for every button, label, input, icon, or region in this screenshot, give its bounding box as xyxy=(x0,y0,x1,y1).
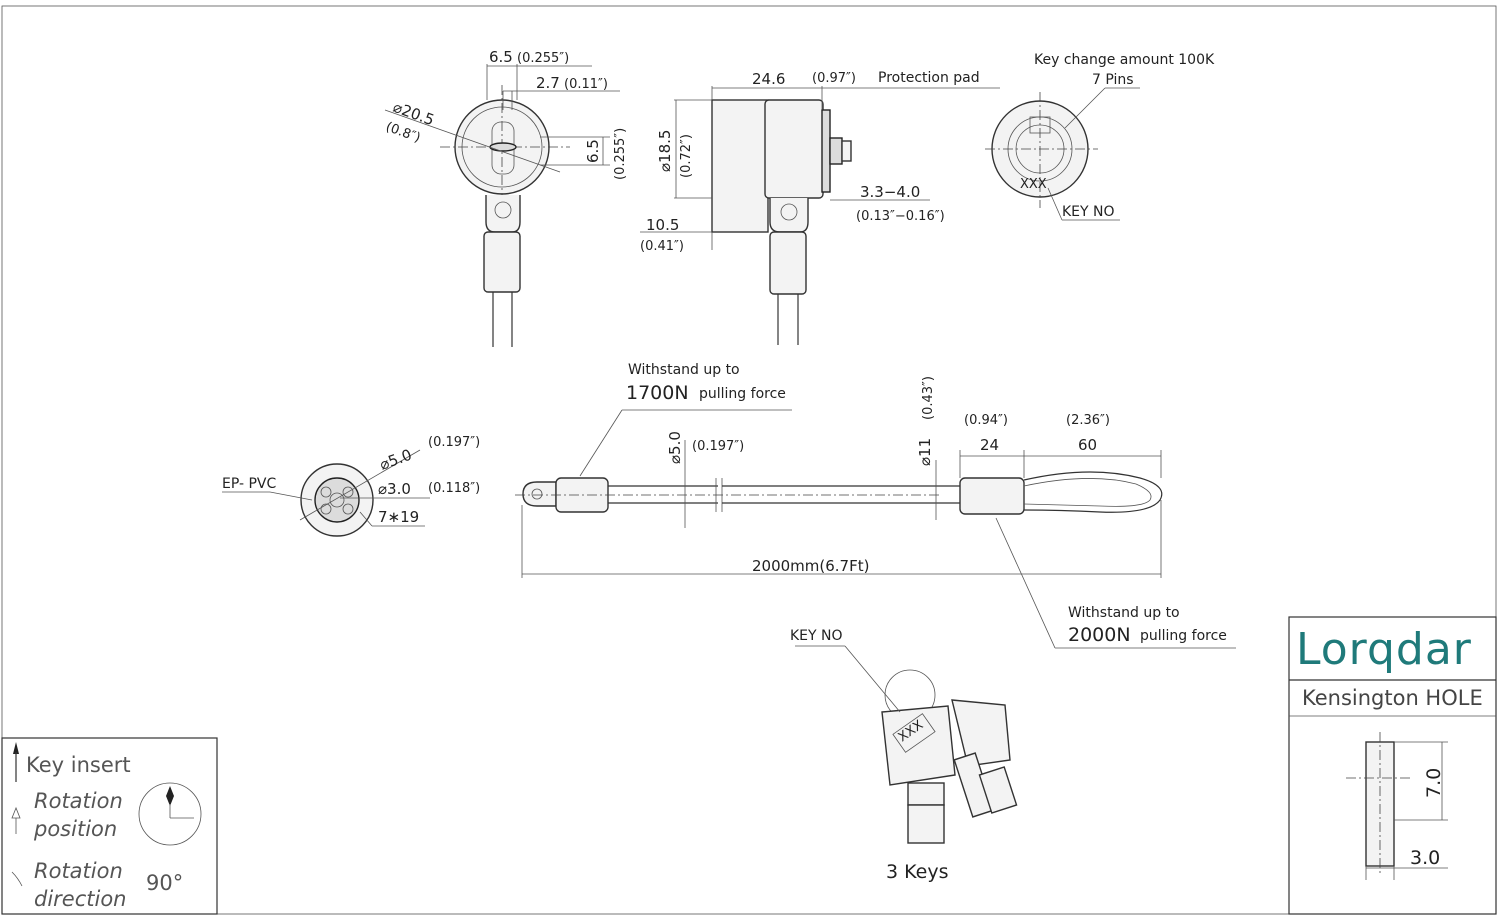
note-pull-2000-line1: Withstand up to xyxy=(1068,605,1180,621)
dim-side-tail-in: (0.41″) xyxy=(640,239,684,254)
label-protection-pad: Protection pad xyxy=(878,70,980,86)
dim-hole-height: 7.0 xyxy=(1423,768,1445,798)
dim-total-length: 2000mm(6.7Ft) xyxy=(752,557,869,575)
dim-cable-inner: ⌀3.0 xyxy=(378,480,411,498)
drawing-frame xyxy=(1,5,1497,915)
note-pull-1700-rest: pulling force xyxy=(699,386,786,402)
dim-side-gap-in: (0.13″−0.16″) xyxy=(856,209,945,224)
dim-front-height-in: (0.255″) xyxy=(613,128,628,180)
key-face-code: XXX xyxy=(1020,177,1047,192)
dim-sleeve-length-in: (0.94″) xyxy=(964,413,1008,428)
legend-rotation-direction-1: Rotation xyxy=(34,859,123,883)
key-face-view: XXX Key change amount 100K 7 Pins KEY NO xyxy=(985,52,1215,221)
note-pull-1700-force: 1700N xyxy=(626,382,689,404)
dim-front-width-a-in: (0.255″) xyxy=(517,51,569,66)
dim-side-length-in: (0.97″) xyxy=(812,71,856,86)
note-pull-2000-rest: pulling force xyxy=(1140,628,1227,644)
dim-sleeve-diameter: ⌀11 xyxy=(916,438,934,466)
dim-cable-outer: ⌀5.0 xyxy=(377,446,414,474)
dim-side-tail: 10.5 xyxy=(646,216,679,234)
dim-cable-inner-in: (0.118″) xyxy=(428,481,480,496)
dim-cable-strands: 7∗19 xyxy=(378,508,419,526)
title-block: Lorqdar Kensington HOLE 7.0 3.0 xyxy=(1288,616,1497,915)
label-cable-material: EP- PVC xyxy=(222,476,277,492)
dim-front-height: 6.5 xyxy=(584,139,602,163)
note-pull-2000-force: 2000N xyxy=(1068,624,1131,646)
caption-three-keys: 3 Keys xyxy=(886,861,948,883)
label-key-no-face: KEY NO xyxy=(1062,204,1115,220)
dim-side-diameter: ⌀18.5 xyxy=(656,130,674,172)
label-key-no-keys: KEY NO xyxy=(790,628,843,644)
dim-hole-width: 3.0 xyxy=(1410,847,1440,869)
dim-side-diameter-in: (0.72″) xyxy=(679,134,694,178)
label-seven-pins: 7 Pins xyxy=(1092,72,1134,88)
dim-side-gap: 3.3−4.0 xyxy=(860,183,920,201)
lock-front-view: 6.5 (0.255″) 2.7 (0.11″) ⌀20.5 (0.8″) 6.… xyxy=(384,48,628,347)
dim-cable-outer-in: (0.197″) xyxy=(428,435,480,450)
cable-cross-section: EP- PVC ⌀5.0 (0.197″) ⌀3.0 (0.118″) 7∗19 xyxy=(222,435,480,537)
legend-rotation-angle: 90° xyxy=(146,871,183,895)
legend-rotation-position-2: position xyxy=(33,817,117,841)
dim-loop-length: 60 xyxy=(1078,436,1097,454)
legend-key-insert: Key insert xyxy=(26,753,131,777)
dim-cable-diameter-in: (0.197″) xyxy=(692,439,744,454)
dim-side-length: 24.6 xyxy=(752,70,785,88)
dim-sleeve-diameter-in: (0.43″) xyxy=(921,376,936,420)
legend-rotation-position-1: Rotation xyxy=(34,789,123,813)
legend-box: Key insert Rotation position Rotation di… xyxy=(1,737,218,915)
title-subtitle: Kensington HOLE xyxy=(1302,686,1483,710)
cable-length-view: Withstand up to 1700N pulling force ⌀5.0… xyxy=(515,362,1236,649)
dim-front-width-a: 6.5 xyxy=(489,48,513,66)
dim-cable-diameter: ⌀5.0 xyxy=(666,431,684,464)
keys-illustration: XXX KEY NO 3 Keys xyxy=(790,628,1018,883)
legend-rotation-direction-2: direction xyxy=(34,887,127,911)
note-pull-1700-line1: Withstand up to xyxy=(628,362,740,378)
dim-front-width-b-in: (0.11″) xyxy=(564,77,608,92)
brand-logo: Lorqdar xyxy=(1296,624,1472,675)
dim-sleeve-length: 24 xyxy=(980,436,999,454)
dim-loop-length-in: (2.36″) xyxy=(1066,413,1110,428)
lock-side-view: 24.6 (0.97″) Protection pad ⌀18.5 (0.72″… xyxy=(640,70,1000,345)
dim-front-width-b: 2.7 xyxy=(536,74,560,92)
label-key-change: Key change amount 100K xyxy=(1034,52,1215,68)
